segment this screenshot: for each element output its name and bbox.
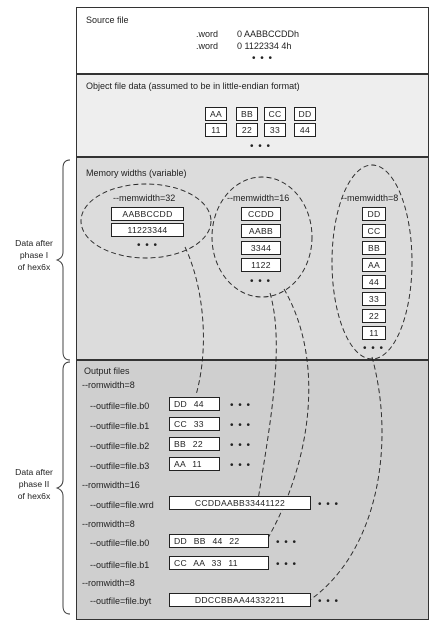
memwidth8-cell: 44 <box>362 275 386 289</box>
phase1-label-line: Data after <box>15 238 53 248</box>
outfile-label: --outfile=file.b1 <box>90 421 150 431</box>
outfile-label: --outfile=file.byt <box>90 596 152 606</box>
output-ellipsis: • • • <box>318 499 340 510</box>
object-byte: CC <box>264 107 286 121</box>
connector-8-to-byt <box>309 356 383 601</box>
phase1-label: Data after phase I of hex6x <box>6 237 62 273</box>
object-byte: 44 <box>294 123 316 137</box>
memwidth8-cell: AA <box>362 258 386 272</box>
output-files-panel <box>76 360 429 620</box>
outfile-label: --outfile=file.b1 <box>90 560 150 570</box>
object-ellipsis: • • • <box>250 141 272 152</box>
object-byte: AA <box>205 107 227 121</box>
output-data-box: DD BB 44 22 <box>169 534 269 548</box>
memwidth32-ellipsis: • • • <box>137 240 159 251</box>
memwidth32-ellipse <box>80 183 212 259</box>
memwidth8-ellipse <box>331 164 413 360</box>
phase2-label-line: phase II <box>18 479 50 489</box>
object-data-title: Object file data (assumed to be in littl… <box>86 81 300 91</box>
output-data-box: BB 22 <box>169 437 220 451</box>
memwidth8-cell: 33 <box>362 292 386 306</box>
source-directive: .word <box>196 29 219 39</box>
output-ellipsis: • • • <box>230 460 252 471</box>
memwidth32-label: --memwidth=32 <box>113 193 176 203</box>
romwidth-label: --romwidth=8 <box>82 578 135 588</box>
output-data-box: DDCCBBAA44332211 <box>169 593 311 607</box>
output-data-box: CC AA 33 11 <box>169 556 269 570</box>
memwidth8-ellipsis: • • • <box>363 343 385 354</box>
memwidth8-cell: DD <box>362 207 386 221</box>
phase1-label-line: phase I <box>19 250 49 260</box>
source-ellipsis: • • • <box>252 53 274 64</box>
output-data-box: AA 11 <box>169 457 220 471</box>
memwidth16-cell: 1122 <box>241 258 281 272</box>
romwidth-label: --romwidth=8 <box>82 380 135 390</box>
phase1-label-line: of hex6x <box>17 262 51 272</box>
memwidth32-cell: 11223344 <box>111 223 184 237</box>
source-value: 0 AABBCCDDh <box>237 29 300 39</box>
output-files-title: Output files <box>84 366 130 376</box>
output-data-box: CC 33 <box>169 417 220 431</box>
outfile-label: --outfile=file.b0 <box>90 538 150 548</box>
memwidth16-cell: 3344 <box>241 241 281 255</box>
memwidth16-ellipsis: • • • <box>250 276 272 287</box>
output-ellipsis: • • • <box>230 400 252 411</box>
outfile-label: --outfile=file.wrd <box>90 500 154 510</box>
romwidth-label: --romwidth=16 <box>82 480 140 490</box>
memwidth8-cell: CC <box>362 224 386 238</box>
output-ellipsis: • • • <box>276 537 298 548</box>
output-ellipsis: • • • <box>276 559 298 570</box>
phase1-brace <box>55 159 71 361</box>
outfile-label: --outfile=file.b3 <box>90 461 150 471</box>
memwidth16-label: --memwidth=16 <box>227 193 290 203</box>
source-file-title: Source file <box>86 15 129 25</box>
object-byte: 33 <box>264 123 286 137</box>
object-byte: DD <box>294 107 316 121</box>
memwidth8-cell: 22 <box>362 309 386 323</box>
output-ellipsis: • • • <box>318 596 340 607</box>
memwidth8-cell: 11 <box>362 326 386 340</box>
connector-16-to-wrd <box>257 292 277 501</box>
output-ellipsis: • • • <box>230 420 252 431</box>
memwidth8-cell: BB <box>362 241 386 255</box>
source-file-panel <box>76 7 429 74</box>
outfile-label: --outfile=file.b2 <box>90 441 150 451</box>
output-data-box: CCDDAABB33441122 <box>169 496 311 510</box>
phase2-label-line: of hex6x <box>17 491 51 501</box>
memwidth16-ellipse <box>211 176 313 298</box>
phase2-label-line: Data after <box>15 467 53 477</box>
memory-widths-title: Memory widths (variable) <box>86 168 187 178</box>
object-byte: 22 <box>236 123 258 137</box>
connector-32-to-b0 <box>184 246 204 396</box>
romwidth-label: --romwidth=8 <box>82 519 135 529</box>
source-value: 0 1122334 4h <box>237 41 292 51</box>
output-data-box: DD 44 <box>169 397 220 411</box>
object-byte: 11 <box>205 123 227 137</box>
phase2-label: Data after phase II of hex6x <box>6 466 62 502</box>
source-directive: .word <box>196 41 219 51</box>
object-byte: BB <box>236 107 258 121</box>
outfile-label: --outfile=file.b0 <box>90 401 150 411</box>
memwidth16-cell: CCDD <box>241 207 281 221</box>
output-ellipsis: • • • <box>230 440 252 451</box>
memwidth8-label: --memwidth=8 <box>341 193 399 203</box>
memwidth32-cell: AABBCCDD <box>111 207 184 221</box>
memwidth16-cell: AABB <box>241 224 281 238</box>
phase2-brace <box>55 361 71 615</box>
